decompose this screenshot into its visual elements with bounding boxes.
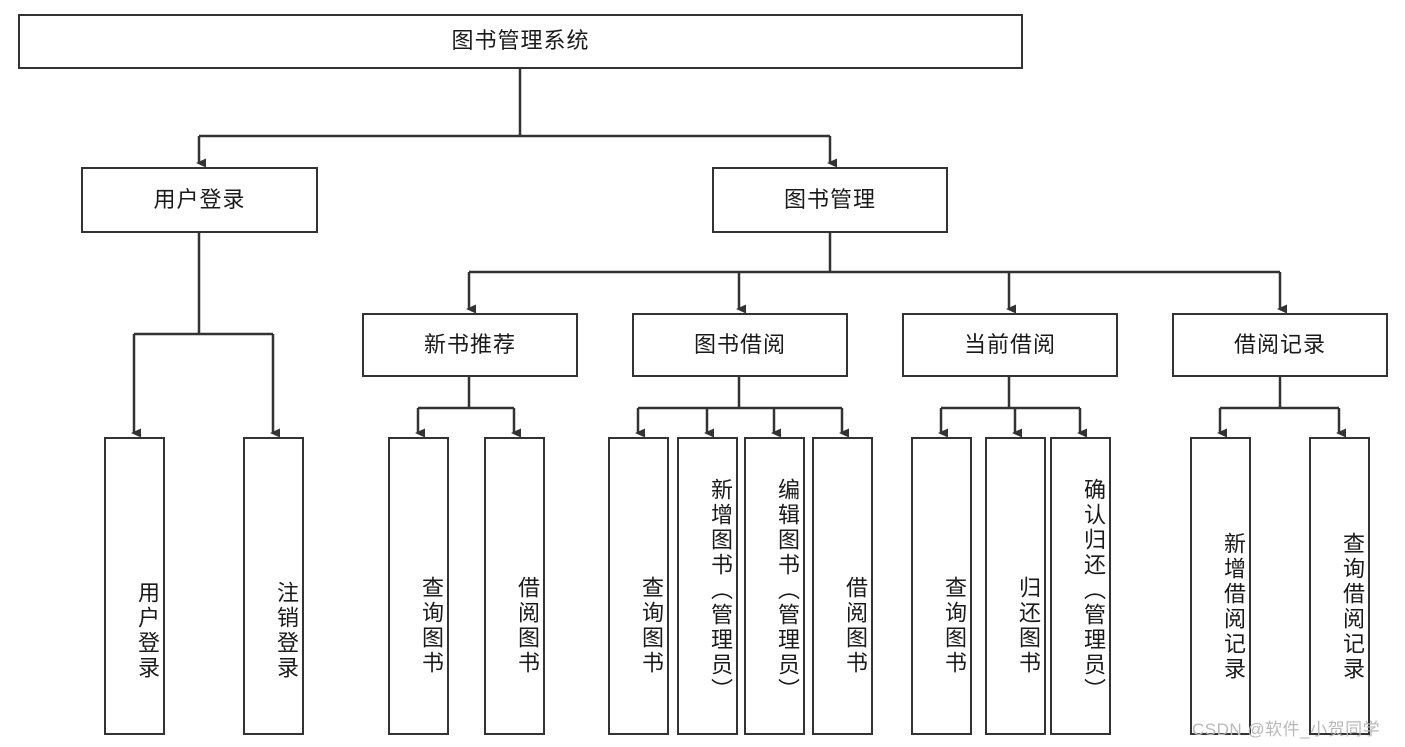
node-leaf-query-borrow-record[interactable]: 查询借阅记录: [1309, 437, 1370, 735]
node-leaf-return-book[interactable]: 归还图书: [985, 437, 1046, 735]
node-new-book-recommend[interactable]: 新书推荐: [362, 313, 578, 377]
node-root[interactable]: 图书管理系统: [18, 14, 1023, 69]
node-leaf-confirm-return-admin[interactable]: 确认归还（管理员）: [1050, 437, 1111, 735]
node-leaf-query-book-current[interactable]: 查询图书: [911, 437, 972, 735]
node-book-borrow[interactable]: 图书借阅: [632, 313, 848, 377]
node-borrow-record[interactable]: 借阅记录: [1172, 313, 1388, 377]
node-leaf-add-book-admin[interactable]: 新增图书（管理员）: [677, 437, 738, 735]
node-current-borrow[interactable]: 当前借阅: [902, 313, 1118, 377]
csdn-watermark: CSDN @软件_小贺同学: [1192, 720, 1381, 739]
node-book-manage[interactable]: 图书管理: [712, 167, 948, 233]
node-leaf-user-login[interactable]: 用户登录: [104, 437, 165, 735]
node-leaf-edit-book-admin[interactable]: 编辑图书（管理员）: [744, 437, 805, 735]
node-leaf-query-book-recommend[interactable]: 查询图书: [388, 437, 449, 735]
node-leaf-user-logout[interactable]: 注销登录: [243, 437, 304, 735]
node-leaf-query-book-borrow[interactable]: 查询图书: [608, 437, 669, 735]
node-user-login[interactable]: 用户登录: [81, 167, 318, 233]
node-leaf-borrow-book[interactable]: 借阅图书: [812, 437, 873, 735]
node-leaf-borrow-book-recommend[interactable]: 借阅图书: [484, 437, 545, 735]
node-leaf-add-borrow-record[interactable]: 新增借阅记录: [1190, 437, 1251, 735]
